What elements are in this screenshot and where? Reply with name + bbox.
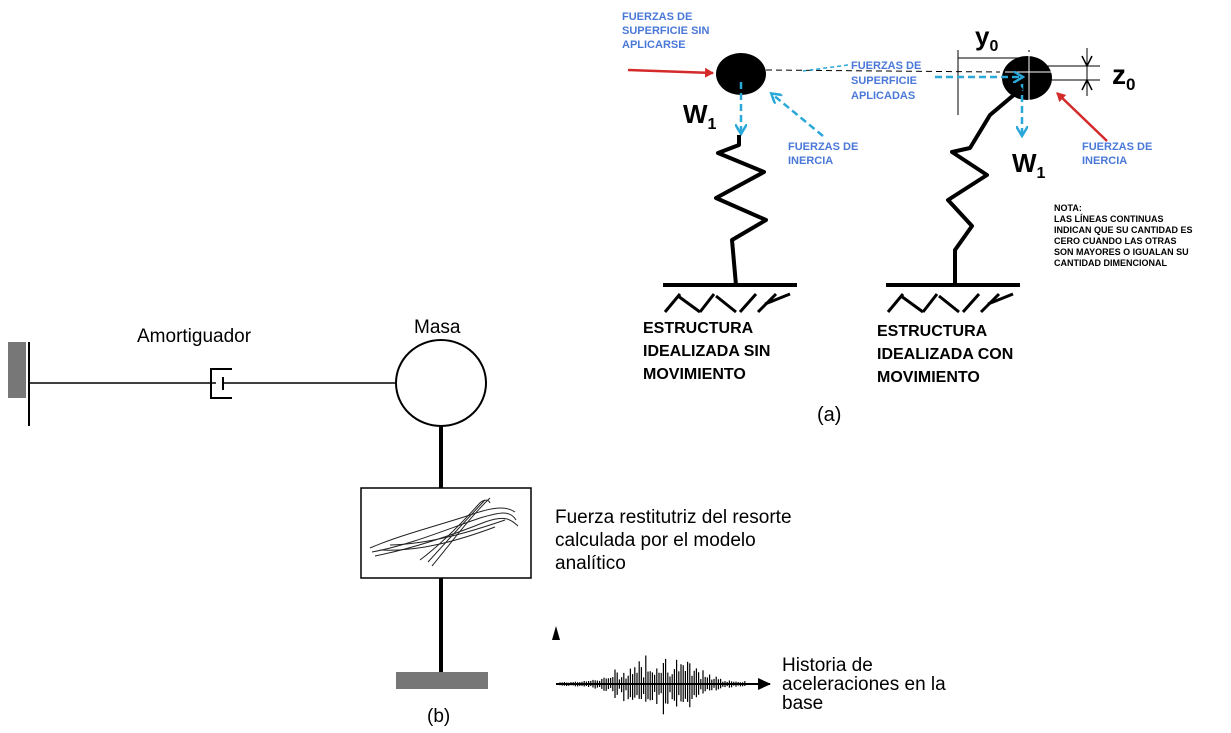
small-up-arrowhead bbox=[552, 626, 560, 640]
hysteresis-box bbox=[360, 487, 532, 579]
right-weight-symbol: W1 bbox=[1012, 148, 1046, 182]
acceleration-history: Historia de aceleraciones en la base bbox=[552, 626, 951, 715]
acceleration-signal bbox=[559, 655, 746, 715]
reference-dashed-line bbox=[765, 69, 1001, 73]
right-spring bbox=[946, 86, 1024, 285]
panel-a-label: (a) bbox=[817, 404, 841, 426]
left-mass bbox=[716, 53, 766, 95]
left-weight-symbol: W1 bbox=[683, 99, 717, 133]
left-inertia-label: FUERZAS DE INERCIA bbox=[788, 141, 861, 167]
left-inertia-arrow bbox=[772, 94, 824, 137]
wall-block bbox=[8, 342, 26, 398]
damper-body bbox=[210, 368, 232, 399]
mass-label: Masa bbox=[414, 317, 461, 338]
right-ground-hatch bbox=[886, 292, 1014, 314]
acceleration-label: Historia de aceleraciones en la base bbox=[782, 655, 951, 714]
right-red-inertia-arrow bbox=[1056, 92, 1108, 142]
part-b-model: Amortiguador Masa Fuerza restitutriz del… bbox=[8, 317, 797, 727]
right-structure: y0 z0 W1 FUERZAS DE INERCIA bbox=[877, 21, 1155, 386]
z0-arrow-bottom bbox=[1081, 78, 1093, 91]
y0-symbol: y0 bbox=[975, 21, 998, 55]
spring-force-label: Fuerza restitutriz del resorte calculada… bbox=[555, 507, 797, 574]
panel-b-label: (b) bbox=[427, 706, 450, 727]
left-structure: FUERZAS DE SUPERFICIE SIN APLICARSE W1 F… bbox=[622, 11, 1001, 383]
z0-symbol: z0 bbox=[1112, 59, 1135, 94]
left-spring bbox=[714, 135, 768, 286]
left-ground-hatch bbox=[663, 292, 791, 314]
right-mass bbox=[1002, 56, 1052, 100]
right-structure-caption: ESTRUCTURA IDEALIZADA CON MOVIMIENTO bbox=[877, 323, 1018, 386]
z0-arrow-top bbox=[1081, 55, 1093, 68]
left-surface-forces-label: FUERZAS DE SUPERFICIE SIN APLICARSE bbox=[622, 11, 712, 51]
left-red-force-arrow bbox=[627, 67, 714, 78]
damper-label: Amortiguador bbox=[137, 326, 252, 347]
mass-circle bbox=[395, 339, 487, 427]
applied-surface-forces-label: FUERZAS DE SUPERFICIE APLICADAS bbox=[851, 60, 924, 102]
base-block bbox=[396, 672, 488, 689]
note-text: NOTA: LAS LÍNEAS CONTINUAS INDICAN QUE S… bbox=[1054, 203, 1195, 268]
right-inertia-label: FUERZAS DE INERCIA bbox=[1082, 141, 1155, 167]
hysteresis-loop bbox=[369, 497, 519, 567]
left-structure-caption: ESTRUCTURA IDEALIZADA SIN MOVIMIENTO bbox=[643, 320, 775, 383]
middle-arrow-left bbox=[802, 64, 849, 72]
